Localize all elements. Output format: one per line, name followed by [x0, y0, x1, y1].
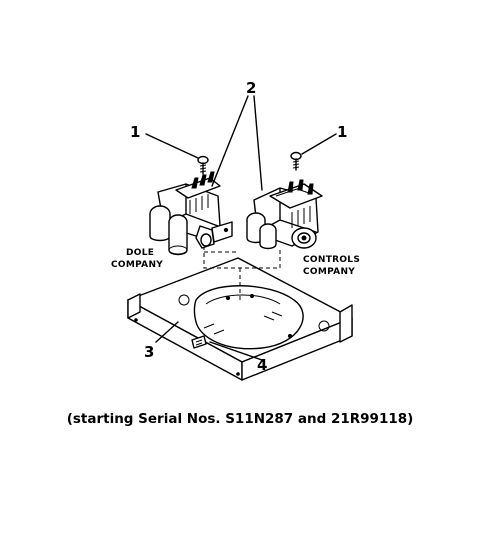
- controls-label-line1: CONTROLS: [303, 255, 360, 265]
- callout-clip: 4: [257, 356, 267, 374]
- leader-lines: [145, 95, 337, 361]
- dole-label-line2: COMPANY: [111, 260, 163, 270]
- dole-label-line1: DOLE: [126, 248, 154, 258]
- screw-right: [290, 151, 302, 171]
- water-valve-controls: [246, 179, 323, 250]
- controls-label-line2: COMPANY: [303, 267, 355, 277]
- serial-caption: (starting Serial Nos. S11N287 and 21R991…: [67, 411, 414, 427]
- retaining-clip: [191, 335, 207, 349]
- water-valve-dole: [149, 171, 233, 256]
- callout-valves: 2: [246, 79, 256, 97]
- callout-bracket: 3: [144, 343, 154, 361]
- callout-screw-right: 1: [337, 123, 347, 141]
- screw-left: [197, 155, 209, 175]
- mounting-bracket: [127, 257, 353, 381]
- alignment-lines: [203, 246, 281, 300]
- callout-screw-left: 1: [130, 123, 140, 141]
